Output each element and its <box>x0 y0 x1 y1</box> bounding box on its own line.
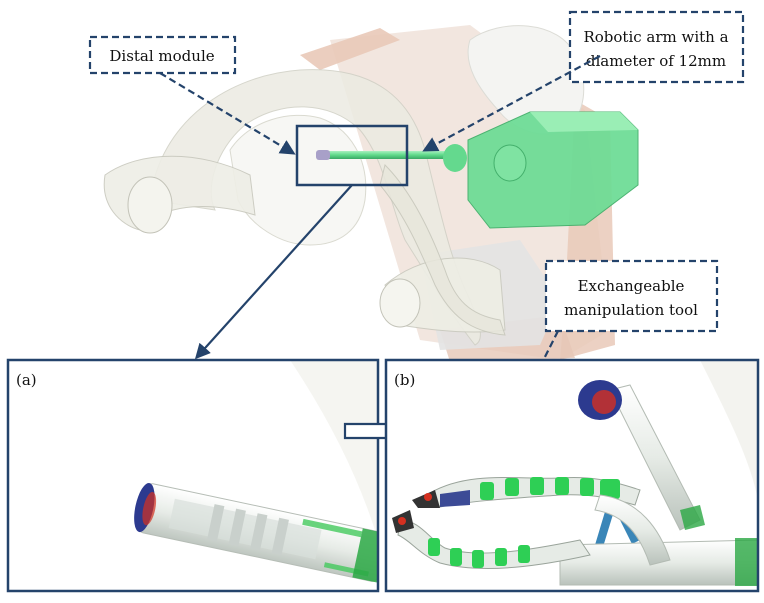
actuation-box-top <box>530 112 638 132</box>
robotic-rod <box>318 151 448 159</box>
callout-tool-line1: Exchangeable <box>578 277 685 295</box>
anatomy-scene <box>103 25 639 362</box>
callout-tool-line2: manipulation tool <box>564 301 698 319</box>
panel-a-distal-module <box>134 483 378 583</box>
panel-b-lower-arm <box>397 519 591 569</box>
panel-a-frame <box>6 358 380 593</box>
left-tube-opening <box>127 176 173 234</box>
box-knob <box>493 144 527 182</box>
callout-robotic-arm-line1: Robotic arm with a <box>583 28 728 46</box>
nasal-ring-outer <box>149 69 481 346</box>
arrow-zoom <box>194 184 353 360</box>
panel-a-label: (a) <box>16 371 37 389</box>
callout-exchangeable-tool: Exchangeable manipulation tool <box>544 259 719 333</box>
panel-b: (b) <box>384 358 760 593</box>
panel-b-lower-green-rings <box>428 538 530 568</box>
arrow-robotic-arm <box>422 55 601 152</box>
callout-robotic-arm-line2: diameter of 12mm <box>586 52 726 70</box>
tissue-ribbon <box>379 164 506 336</box>
arrow-distal-module <box>159 72 296 155</box>
left-tube <box>103 155 256 231</box>
callout-distal-module-text: Distal module <box>109 47 214 65</box>
panel-b-upper-green-rings <box>480 477 620 500</box>
right-tube-opening <box>379 278 421 328</box>
panel-b-label: (b) <box>394 371 415 389</box>
skin-top <box>300 28 400 70</box>
arm-collar <box>443 144 467 172</box>
callout-distal-module: Distal module <box>88 35 237 75</box>
callout-robotic-arm: Robotic arm with a diameter of 12mm <box>568 10 745 84</box>
panel-a: (a) <box>6 358 380 593</box>
distal-tip <box>316 150 330 160</box>
panel-b-frame <box>384 358 760 593</box>
